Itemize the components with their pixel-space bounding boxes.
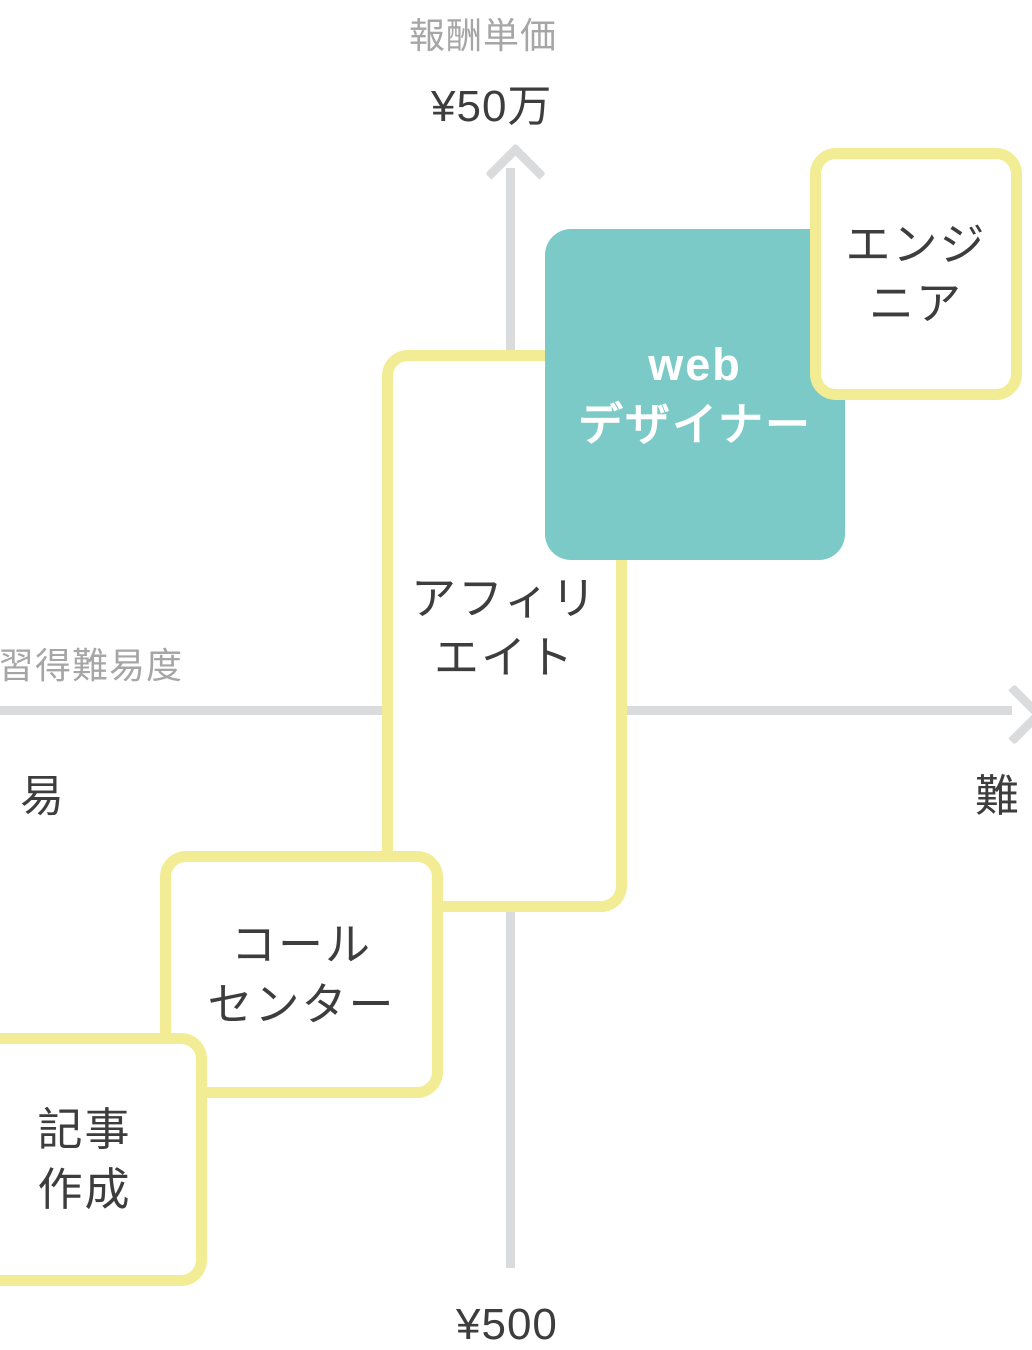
y-axis-caption: 報酬単価: [409, 15, 558, 56]
item-label-engineer-line2: ニア: [868, 278, 963, 329]
item-label-call-center-line1: コール: [230, 919, 372, 971]
item-label-web-designer-line2: デザイナー: [577, 398, 813, 450]
y-axis-min-label: ¥500: [456, 1300, 558, 1349]
item-box-article-writing[interactable]: 記事 作成: [0, 1033, 207, 1286]
x-axis-min-label: 易: [20, 772, 65, 821]
x-axis-max-label: 難: [975, 772, 1020, 821]
item-box-call-center[interactable]: コール センター: [160, 851, 443, 1098]
item-label-affiliate-line1: アフィリ: [410, 573, 599, 624]
item-label-article-writing-line2: 作成: [37, 1163, 132, 1215]
item-box-web-designer[interactable]: web デザイナー: [545, 229, 845, 560]
item-label-affiliate-line2: エイト: [433, 632, 575, 684]
item-box-engineer[interactable]: エンジ ニア: [810, 148, 1022, 400]
item-box-affiliate[interactable]: アフィリ エイト: [382, 350, 627, 912]
item-label-engineer-line1: エンジ: [845, 218, 987, 270]
x-axis-caption: 習得難易度: [0, 645, 184, 686]
x-axis-arrow-icon: [984, 684, 1032, 745]
y-axis-max-label: ¥50万: [431, 82, 553, 131]
y-axis-arrow-icon: [485, 143, 546, 204]
item-label-article-writing-line1: 記事: [37, 1104, 132, 1156]
item-label-web-designer-line1: web: [648, 339, 742, 391]
item-label-call-center-line2: センター: [207, 978, 396, 1030]
